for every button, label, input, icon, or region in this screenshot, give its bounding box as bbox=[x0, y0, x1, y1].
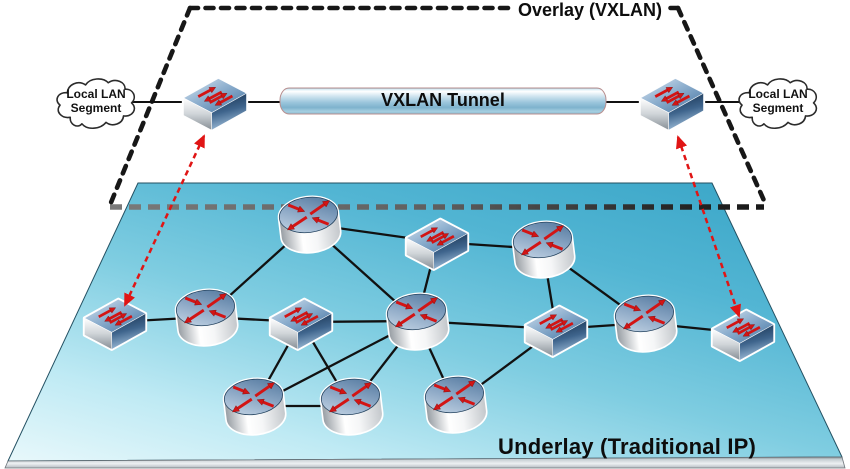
underlay-region-label: Underlay (Traditional IP) bbox=[498, 434, 757, 459]
overlay-vtep-switches bbox=[181, 76, 706, 132]
switch-node-sw-edge-left bbox=[82, 297, 148, 351]
cloud-right-line1: Local LAN bbox=[748, 87, 808, 101]
switch-node-sw-edge-right bbox=[710, 308, 776, 362]
cloud-icon-left bbox=[56, 78, 136, 130]
local-lan-segment-label-left: Local LAN Segment bbox=[51, 87, 141, 115]
switch-node-sw-mid-right bbox=[523, 304, 589, 358]
router-node-r-mid-left bbox=[174, 288, 239, 347]
router-node-r-bottom-3 bbox=[423, 375, 488, 434]
switch-node-vtep-left bbox=[181, 76, 249, 132]
cloud-left-line1: Local LAN bbox=[66, 87, 126, 101]
mapping-arrow-sw-edge-left bbox=[123, 134, 206, 307]
vxlan-tunnel-cylinder bbox=[279, 87, 607, 115]
cloud-icon-right bbox=[738, 78, 818, 130]
local-lan-segment-label-right: Local LAN Segment bbox=[733, 87, 823, 115]
router-node-r-top bbox=[277, 195, 342, 254]
router-node-r-bottom-1 bbox=[222, 377, 287, 436]
underlay-plane-front-edge bbox=[4, 456, 846, 469]
vxlan-tunnel-label: VXLAN Tunnel bbox=[381, 90, 505, 110]
switch-node-sw-top bbox=[404, 217, 470, 271]
cloud-left-line2: Segment bbox=[70, 101, 122, 115]
router-node-r-bottom-2 bbox=[319, 377, 384, 436]
router-node-r-center bbox=[385, 292, 450, 351]
router-node-r-top-right bbox=[511, 220, 576, 279]
switch-node-vtep-right bbox=[638, 76, 706, 132]
router-node-r-right bbox=[613, 294, 678, 353]
cloud-right-line2: Segment bbox=[752, 101, 804, 115]
switch-node-sw-mid-left bbox=[268, 297, 334, 351]
overlay-region-label: Overlay (VXLAN) bbox=[513, 0, 668, 21]
vtep-mapping-arrows bbox=[123, 134, 741, 318]
underlay-nodes bbox=[82, 195, 776, 436]
mapping-arrow-sw-edge-right bbox=[676, 135, 741, 318]
